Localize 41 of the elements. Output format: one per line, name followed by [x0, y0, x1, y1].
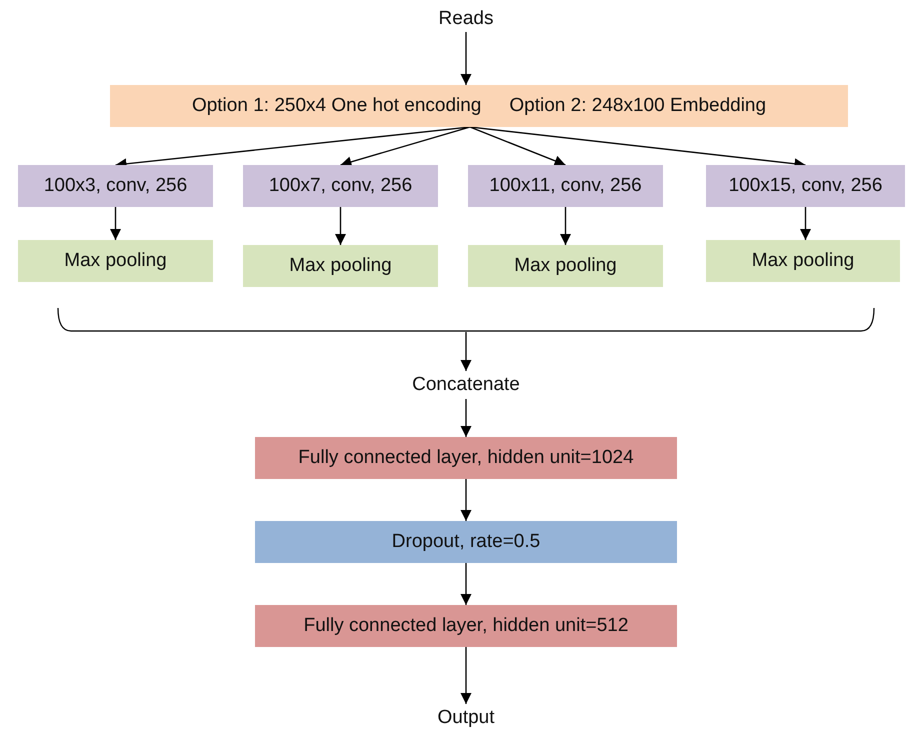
arrow: [460, 479, 472, 521]
pooling-layer-box: [468, 245, 663, 287]
input-encoding-box: [110, 85, 848, 127]
layer-label: Option 1: 250x4 One hot encoding: [192, 95, 482, 117]
conv-layer-box: [706, 165, 905, 207]
layer-label: Dropout, rate=0.5: [392, 531, 540, 553]
dense-layer-box: [255, 605, 677, 647]
arrow: [460, 563, 472, 605]
arrow: [460, 332, 472, 371]
dropout-layer-box: [255, 521, 677, 563]
arrow: [460, 399, 472, 437]
pooling-layer-box: [706, 240, 900, 282]
layer-label: 100x11, conv, 256: [489, 175, 642, 197]
layer-label: Fully connected layer, hidden unit=512: [304, 615, 628, 637]
arrow: [335, 207, 346, 245]
dense-layer-box: [255, 437, 677, 479]
arrow: [560, 207, 571, 245]
output-label: Output: [437, 707, 495, 729]
arrow: [470, 126, 566, 166]
conv-layer-box: [243, 165, 438, 207]
pooling-layer-box: [243, 245, 438, 287]
arrow: [340, 126, 470, 168]
layer-label: Max pooling: [514, 255, 617, 277]
input-label: Reads: [438, 8, 494, 30]
layer-label: 100x3, conv, 256: [44, 175, 188, 197]
conv-layer-box: [18, 165, 213, 207]
layer-label: Max pooling: [289, 255, 392, 277]
pooling-layer-box: [18, 240, 213, 282]
concatenate-label: Concatenate: [412, 374, 520, 396]
layer-label: 100x7, conv, 256: [268, 175, 412, 197]
arrow: [460, 647, 472, 704]
bracket: [57, 308, 875, 332]
arrow: [110, 207, 121, 240]
layer-label: Max pooling: [752, 250, 854, 272]
layer-label: Fully connected layer, hidden unit=1024: [298, 447, 634, 469]
conv-layer-box: [468, 165, 663, 207]
layer-label: Option 2: 248x100 Embedding: [509, 95, 766, 117]
layer-label: Max pooling: [64, 250, 167, 272]
arrow: [800, 207, 811, 240]
layer-label: 100x15, conv, 256: [728, 175, 882, 197]
arrow: [460, 32, 472, 85]
